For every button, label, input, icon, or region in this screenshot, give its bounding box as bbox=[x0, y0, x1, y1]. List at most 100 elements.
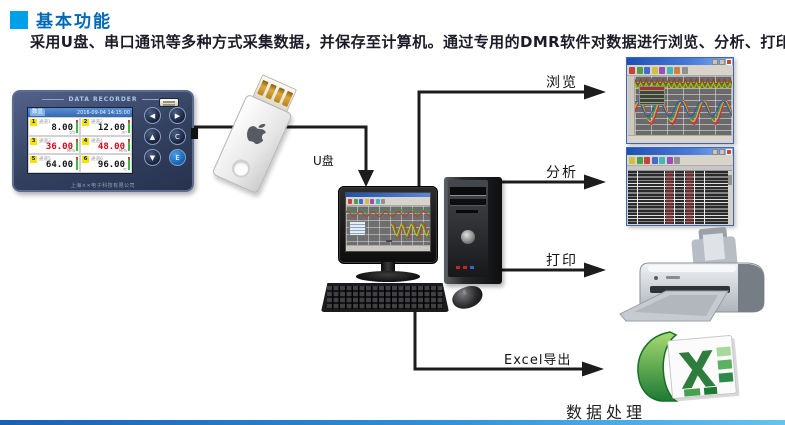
channel-number: 1 bbox=[30, 119, 37, 126]
floppy-slot bbox=[456, 210, 478, 213]
recorder-brand: DATA RECORDER bbox=[14, 96, 192, 103]
analysis-screenshot bbox=[626, 147, 734, 226]
channel-number: 5 bbox=[30, 156, 37, 164]
channel-unit: m³ bbox=[121, 129, 128, 135]
channel-label: 通道2 bbox=[91, 120, 103, 125]
channel-cell-2: 2 通道2 12.00 m³ bbox=[80, 117, 132, 136]
flow-label-print: 打印 bbox=[546, 253, 578, 269]
recorder-screen: 数显 2016-09-04 14:15:00 1 通道1 8.00 t/h 2 … bbox=[27, 107, 133, 174]
drive-bay bbox=[450, 199, 486, 206]
recorder-footer: 上海××电子科技有限公司 bbox=[70, 183, 136, 189]
flow-label-browse: 浏览 bbox=[546, 75, 578, 91]
curve-plot bbox=[635, 76, 732, 136]
channel-value: 96.00 bbox=[97, 160, 125, 171]
window-toolbar bbox=[627, 65, 733, 76]
left-arrow-button: ◀ bbox=[144, 107, 161, 124]
window-titlebar bbox=[627, 148, 733, 155]
table-header-row bbox=[628, 166, 732, 171]
data-table bbox=[628, 171, 732, 224]
arrowhead-analyze bbox=[584, 174, 606, 190]
plot-y-axis bbox=[628, 76, 635, 136]
usb-label: U盘 bbox=[313, 154, 334, 168]
enter-button: E bbox=[169, 149, 186, 166]
software-titlebar bbox=[346, 193, 430, 197]
monitor-stand-base bbox=[356, 271, 420, 282]
recorder-keypad: ◀ ▶ ▲ C ▼ E bbox=[143, 107, 187, 166]
recorder-usb-port bbox=[159, 98, 179, 107]
browse-screenshot bbox=[626, 57, 734, 144]
arrowhead-browse bbox=[584, 84, 606, 100]
window-titlebar bbox=[627, 58, 733, 65]
monitor-stand-neck bbox=[381, 262, 395, 273]
channel-cell-6: 6 通道6 96.00 ℃ bbox=[80, 154, 132, 173]
scrollbar bbox=[728, 171, 732, 224]
software-statusbar bbox=[346, 245, 430, 251]
arrowhead-print bbox=[584, 262, 606, 278]
clear-button: C bbox=[169, 128, 186, 145]
window-statusbar bbox=[628, 135, 732, 142]
flow-label-analyze: 分析 bbox=[546, 165, 578, 181]
channel-value: 64.00 bbox=[45, 160, 73, 171]
section-bullet-icon bbox=[10, 11, 28, 29]
apple-logo-icon bbox=[247, 123, 266, 145]
arrowhead-into-pc bbox=[358, 170, 374, 187]
connector-pc-to-browse bbox=[417, 90, 584, 188]
monitor-bezel bbox=[338, 186, 438, 264]
monitor bbox=[338, 186, 438, 282]
recorder-datetime: 2016-09-04 14:15:00 bbox=[76, 109, 130, 116]
printer-image bbox=[619, 227, 765, 322]
pc-tower bbox=[444, 177, 502, 284]
channel-value-alarm: 48.00 bbox=[97, 141, 125, 152]
plot-legend bbox=[349, 221, 366, 236]
paperless-recorder: DATA RECORDER 数显 2016-09-04 14:15:00 1 通… bbox=[12, 90, 198, 192]
recorder-connector-stub bbox=[191, 128, 198, 139]
down-arrow-button: ▼ bbox=[144, 149, 161, 166]
status-leds bbox=[456, 266, 474, 269]
arrowhead-excel bbox=[582, 361, 604, 377]
channel-bargraph bbox=[75, 120, 78, 133]
usb-drive bbox=[208, 70, 307, 196]
window-toolbar bbox=[627, 155, 733, 166]
channel-cell-5: 5 通道5 64.00 bbox=[28, 154, 80, 173]
usb-body bbox=[211, 93, 293, 195]
flow-label-excel-export: Excel导出 bbox=[504, 353, 572, 368]
description-text: 采用U盘、串口通讯等多种方式采集数据，并保存至计算机。通过专用的DMR软件对数据… bbox=[30, 33, 785, 51]
monitor-power-light bbox=[386, 240, 392, 242]
channel-number: 3 bbox=[30, 137, 37, 145]
channel-bargraph bbox=[75, 138, 78, 152]
channel-label: 通道3 bbox=[39, 138, 51, 144]
channel-label: 通道6 bbox=[91, 157, 103, 163]
software-toolbar bbox=[346, 197, 430, 206]
right-arrow-button: ▶ bbox=[169, 107, 186, 124]
excel-icon bbox=[637, 331, 740, 402]
channel-number: 4 bbox=[82, 137, 89, 145]
recorder-mode-tab: 数显 bbox=[30, 109, 46, 116]
software-trend-plot bbox=[346, 206, 430, 245]
channel-label: 通道5 bbox=[39, 157, 51, 163]
channel-value: 8.00 bbox=[51, 123, 73, 133]
channel-value: 12.00 bbox=[97, 123, 125, 133]
channel-number: 6 bbox=[82, 156, 89, 164]
channel-value-alarm: 36.00 bbox=[45, 141, 73, 152]
result-label: 数据处理 bbox=[566, 403, 647, 422]
channel-cell-4: 4 通道4 48.00 MPa bbox=[80, 135, 132, 155]
footer-bar bbox=[0, 420, 785, 425]
channel-unit: MPa bbox=[66, 148, 75, 154]
tower-front-panel bbox=[448, 180, 488, 277]
channel-unit: ℃ bbox=[122, 166, 128, 172]
channel-cell-1: 1 通道1 8.00 t/h bbox=[28, 117, 80, 136]
section-title: 基本功能 bbox=[36, 12, 112, 32]
channel-bargraph bbox=[75, 157, 78, 170]
monitor-screen bbox=[345, 192, 431, 252]
usb-lanyard-hole bbox=[229, 156, 254, 181]
curve-legend bbox=[639, 86, 665, 105]
keyboard bbox=[321, 283, 449, 312]
channel-unit: t/h bbox=[69, 129, 75, 135]
channel-grid: 1 通道1 8.00 t/h 2 通道2 12.00 m³ 3 通道3 36.0… bbox=[28, 117, 132, 173]
up-arrow-button: ▲ bbox=[144, 128, 161, 145]
channel-bargraph bbox=[127, 120, 130, 133]
close-icon bbox=[726, 58, 732, 65]
channel-number: 2 bbox=[82, 119, 89, 126]
channel-cell-3: 3 通道3 36.00 MPa bbox=[28, 135, 80, 155]
